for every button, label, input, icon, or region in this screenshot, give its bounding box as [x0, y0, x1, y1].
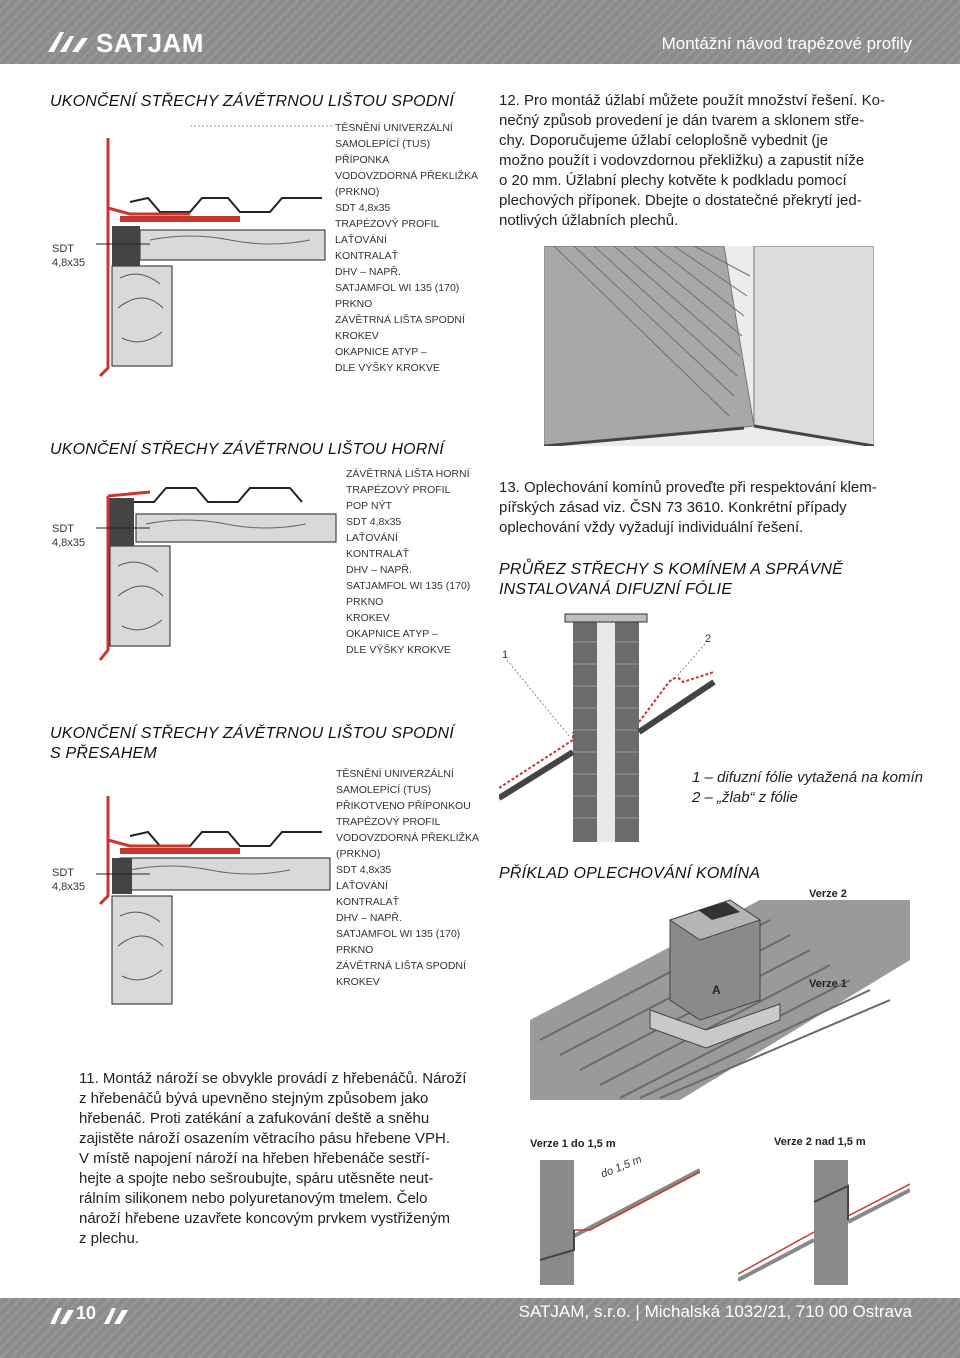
callout-label: TRAPÉZOVÝ PROFIL — [335, 218, 440, 230]
legend-1: 1 – difuzní fólie vytažená na komín — [692, 769, 923, 786]
page-number: 10 — [76, 1303, 97, 1323]
callout-label: SDT 4,8x35 — [346, 516, 402, 528]
detail-verze-1-drawing — [539, 1160, 700, 1285]
chimney-flashing-illustration — [530, 899, 910, 1100]
paragraph-11: 11. Montáž nároží se obvykle provádí z h… — [79, 1069, 466, 1249]
label-list-1: TĚSNĚNÍ UNIVERZÁLNÍ SAMOLEPÍCÍ (TUS) PŘÍ… — [335, 120, 478, 376]
verze-1-label: Verze 1 — [809, 978, 847, 990]
callout-label: KROKEV — [346, 612, 390, 624]
title-line: UKONČENÍ STŘECHY ZÁVĚTRNOU LIŠTOU SPODNÍ — [50, 725, 454, 742]
document-title: Montážní návod trapézové profily — [661, 34, 912, 53]
callout-label: LAŤOVÁNÍ — [335, 234, 387, 246]
text-line: oplechování vždy vyžadují individuální ř… — [499, 519, 804, 536]
callout-label: KONTRALAŤ — [336, 896, 400, 908]
text-line: nečný způsob provedení je dán tvarem a s… — [499, 112, 865, 129]
detail-verze-2-drawing — [738, 1160, 910, 1285]
sdt-label-1: SDT 4,8x35 — [52, 243, 86, 269]
callout-label: TĚSNĚNÍ UNIVERZÁLNÍ SAMOLEPÍCÍ (TUS) — [336, 768, 454, 796]
text-line: 12. Pro montáž úžlabí můžete použít množ… — [499, 92, 886, 109]
detail-verze-1-label: Verze 1 do 1,5 m — [530, 1138, 616, 1150]
page-header — [0, 0, 960, 64]
callout-label: DHV – NAPŘ. SATJAMFOL WI 135 (170) — [335, 266, 460, 294]
valley-illustration — [544, 246, 874, 446]
text-line: rálním silikonem nebo polyuretanovým tme… — [79, 1190, 428, 1207]
chimney-example-title: PŘÍKLAD OPLECHOVÁNÍ KOMÍNA — [499, 865, 761, 882]
callout-label: VODOVZDORNÁ PŘEKLIŽKA (PRKNO) — [336, 832, 479, 860]
callout-label: KONTRALAŤ — [346, 548, 410, 560]
paragraph-12: 12. Pro montáž úžlabí můžete použít množ… — [499, 91, 885, 231]
callout-label: LAŤOVÁNÍ — [336, 880, 388, 892]
label-list-3: TĚSNĚNÍ UNIVERZÁLNÍ SAMOLEPÍCÍ (TUS) PŘI… — [336, 766, 479, 990]
callout-label: POP NÝT — [346, 500, 392, 512]
point-a-label: A — [712, 983, 721, 997]
verze-2-label: Verze 2 — [809, 888, 847, 900]
text-line: V místě napojení nároží na hřeben hřeben… — [79, 1150, 431, 1167]
callout-label: PRKNO — [335, 298, 373, 310]
callout-label: OKAPNICE ATYP – DLE VÝŠKY KROKVE — [335, 346, 440, 374]
callout-label: TĚSNĚNÍ UNIVERZÁLNÍ SAMOLEPÍCÍ (TUS) — [335, 122, 453, 150]
marker-1: 1 — [502, 649, 509, 661]
callout-label: PRKNO — [346, 596, 384, 608]
callout-label: DHV – NAPŘ. SATJAMFOL WI 135 (170) — [336, 912, 461, 940]
footer-address: SATJAM, s.r.o. | Michalská 1032/21, 710 … — [518, 1302, 912, 1321]
callout-label: KROKEV — [336, 976, 380, 988]
page-footer — [0, 1298, 960, 1358]
callout-label: TRAPÉZOVÝ PROFIL — [336, 816, 441, 828]
label-list-2: ZÁVĚTRNÁ LIŠTA HORNÍ TRAPÉZOVÝ PROFIL PO… — [346, 466, 470, 658]
text-line: z hřebenáčů bývá upevněno stejným způsob… — [79, 1090, 429, 1107]
callout-label: VODOVZDORNÁ PŘEKLIŽKA (PRKNO) — [335, 170, 478, 198]
text-line: z plechu. — [79, 1230, 140, 1247]
title-line: S PŘESAHEM — [50, 745, 157, 762]
callout-label: PŘÍPONKA — [335, 154, 390, 166]
footer-logo-icon-right — [104, 1308, 128, 1324]
callout-label: KONTRALAŤ — [335, 250, 399, 262]
text-line: 13. Oplechování komínů proveďte při resp… — [499, 479, 877, 496]
text-line: chy. Doporučujeme úžlabí celoplošně vybe… — [499, 132, 829, 149]
chimney-cross-section — [499, 613, 716, 842]
sdt-label-3: SDT 4,8x35 — [52, 867, 86, 893]
text-line: pířských zásad viz. ČSN 73 3610. Konkrét… — [499, 499, 847, 516]
satjam-logo-icon — [48, 32, 88, 52]
detail-drawing-1 — [96, 125, 335, 378]
chimney-section-title: PRŮŘEZ STŘECHY S KOMÍNEM A SPRÁVNĚ INSTA… — [499, 560, 843, 600]
section-title-3: UKONČENÍ STŘECHY ZÁVĚTRNOU LIŠTOU SPODNÍ… — [50, 724, 454, 764]
sdt-label-2: SDT 4,8x35 — [52, 523, 86, 549]
text-line: hejte a spojte nebo sešroubujte, spáru u… — [79, 1170, 434, 1187]
text-line: notlivých úžlabních plechů. — [499, 212, 679, 229]
text-line: možno použít i vodovzdornou překližku) a… — [499, 152, 865, 169]
callout-label: TRAPÉZOVÝ PROFIL — [346, 484, 451, 496]
callout-label: KROKEV — [335, 330, 379, 342]
text-line: 11. Montáž nároží se obvykle provádí z h… — [79, 1070, 467, 1087]
legend-2: 2 – „žlab“ z fólie — [692, 789, 798, 806]
paragraph-13: 13. Oplechování komínů proveďte při resp… — [499, 478, 877, 538]
callout-label: ZÁVĚTRNÁ LIŠTA SPODNÍ — [335, 314, 465, 326]
text-line: plechových příponek. Dbejte o dostatečné… — [499, 192, 862, 209]
detail-drawing-2 — [96, 487, 337, 661]
callout-label: DHV – NAPŘ. SATJAMFOL WI 135 (170) — [346, 564, 471, 592]
callout-label: PŘIKOTVENO PŘÍPONKOU — [336, 800, 471, 812]
detail-drawing-3 — [96, 796, 331, 1005]
text-line: nároží hřebene uzavřete koncovým prvkem … — [79, 1210, 450, 1227]
title-line: INSTALOVANÁ DIFUZNÍ FÓLIE — [499, 581, 733, 598]
section-title-2: UKONČENÍ STŘECHY ZÁVĚTRNOU LIŠTOU HORNÍ — [50, 441, 444, 458]
brand-name: SATJAM — [96, 28, 204, 58]
callout-label: ZÁVĚTRNÁ LIŠTA HORNÍ — [346, 468, 470, 480]
callout-label: SDT 4,8x35 — [336, 864, 392, 876]
text-line: zajistěte nároží osazením větracího pásu… — [79, 1130, 451, 1147]
title-line: PRŮŘEZ STŘECHY S KOMÍNEM A SPRÁVNĚ — [499, 561, 844, 578]
callout-label: OKAPNICE ATYP – DLE VÝŠKY KROKVE — [346, 628, 451, 656]
marker-2: 2 — [705, 633, 712, 645]
detail-verze-2-label: Verze 2 nad 1,5 m — [774, 1136, 866, 1148]
callout-label: SDT 4,8x35 — [335, 202, 391, 214]
callout-label: LAŤOVÁNÍ — [346, 532, 398, 544]
callout-label: ZÁVĚTRNÁ LIŠTA SPODNÍ — [336, 960, 466, 972]
footer-logo-icon — [50, 1308, 74, 1324]
text-line: o 20 mm. Úžlabní plechy kotvěte k podkla… — [499, 172, 847, 189]
text-line: hřebenáč. Proti zatékání a zafukování de… — [79, 1110, 430, 1127]
callout-label: PRKNO — [336, 944, 374, 956]
section-title-1: UKONČENÍ STŘECHY ZÁVĚTRNOU LIŠTOU SPODNÍ — [50, 93, 454, 110]
